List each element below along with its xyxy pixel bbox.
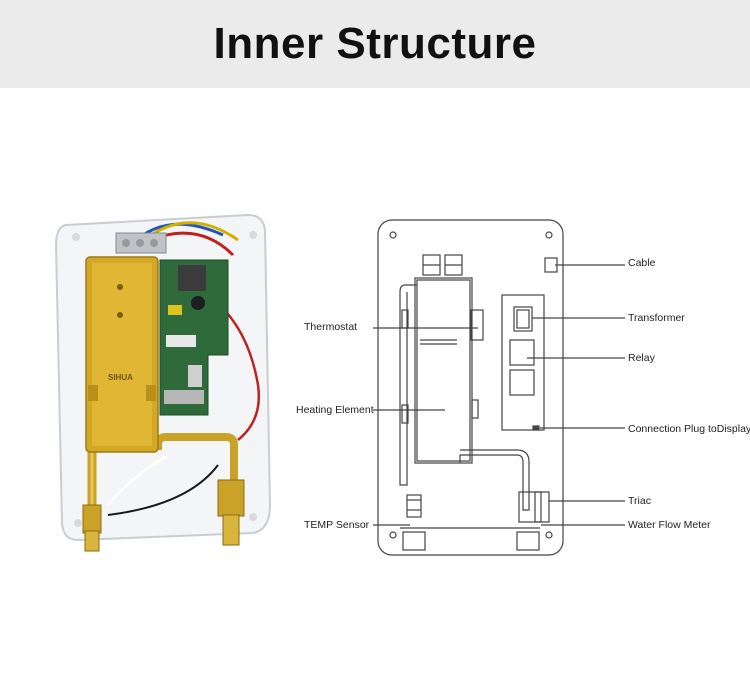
triac-shape: [534, 491, 550, 523]
control-board-shape: [501, 294, 545, 431]
casing-outline: [377, 219, 564, 556]
label-transformer: Transformer: [628, 312, 685, 324]
label-heating-element: Heating Element: [296, 404, 374, 416]
connection-plug-shape: [532, 425, 540, 431]
relay-shape: [509, 339, 535, 366]
photo-brand-text: SIHUA: [108, 373, 133, 382]
label-triac: Triac: [628, 495, 651, 507]
heater-photo: SIHUA: [54, 213, 272, 552]
transformer-shape: [513, 306, 533, 332]
label-thermostat: Thermostat: [304, 321, 358, 333]
thermostat-shape: [470, 309, 484, 341]
label-relay: Relay: [628, 352, 655, 364]
label-cable: Cable: [628, 257, 656, 269]
structure-diagram: [373, 219, 625, 556]
page-title: Inner Structure: [213, 19, 537, 68]
label-connection-plug: Connection Plug toDisplay: [628, 423, 750, 435]
label-water-flow-meter: Water Flow Meter: [628, 519, 711, 531]
temp-sensor-shape: [406, 494, 422, 518]
label-temp-sensor: TEMP Sensor: [304, 519, 370, 531]
header-banner: Inner Structure: [0, 0, 750, 88]
water-flow-meter-shape: [518, 491, 542, 523]
heating-element-shape: [414, 277, 473, 464]
